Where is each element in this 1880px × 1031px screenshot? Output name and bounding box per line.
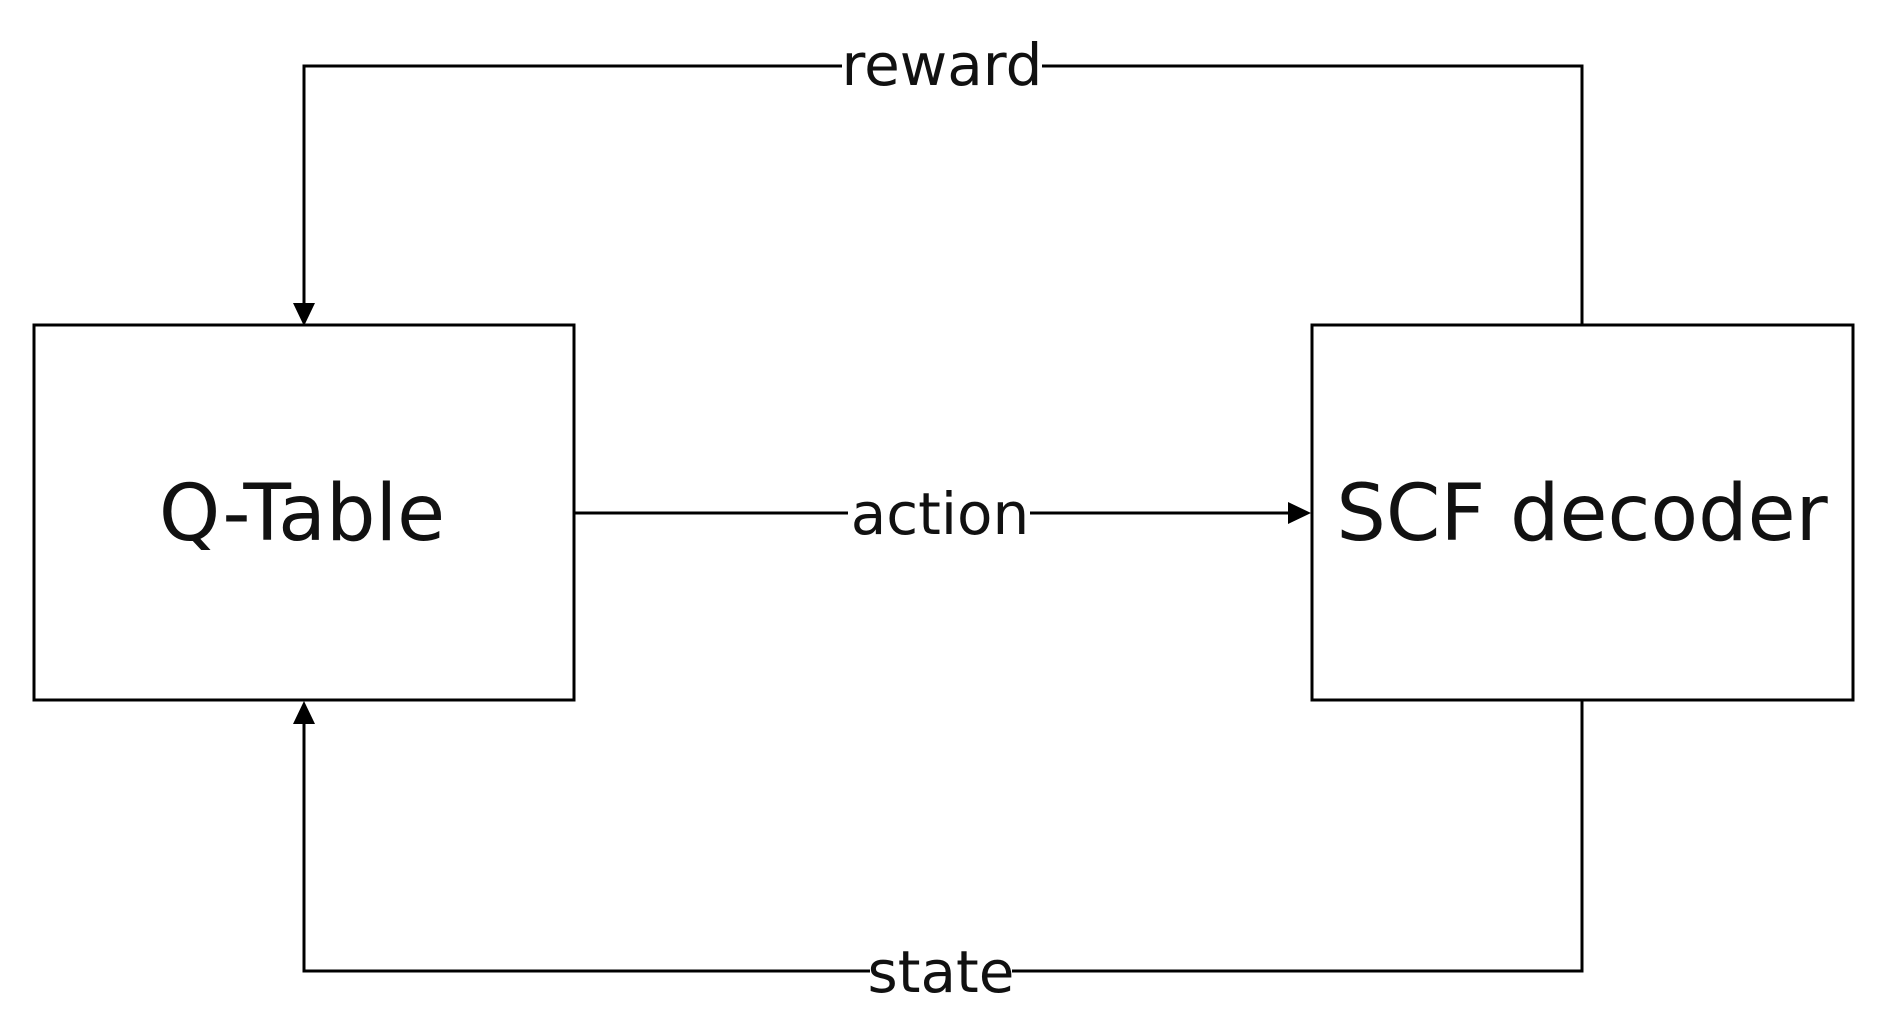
action-label-bg [848, 475, 1030, 551]
action-label: action [851, 480, 1030, 548]
q-table-node: Q-Table [32, 323, 576, 702]
state-label-bg [870, 936, 1012, 1006]
scf-decoder-box [1310, 323, 1855, 702]
state-arrowhead [293, 701, 315, 724]
state-label: state [868, 938, 1015, 1006]
action-arrowhead [1288, 502, 1311, 524]
reward-connector [302, 64, 1584, 325]
reward-label: reward [842, 31, 1043, 99]
reward-arrowhead [293, 303, 315, 326]
q-table-box [32, 323, 576, 702]
reward-edge: reward [293, 30, 1584, 326]
state-edge: state [293, 700, 1584, 1006]
action-edge: action [574, 475, 1311, 551]
q-table-label: Q-Table [159, 469, 445, 559]
scf-decoder-node: SCF decoder [1310, 323, 1855, 702]
state-connector [302, 700, 1584, 973]
reward-label-bg [842, 30, 1042, 100]
scf-decoder-label: SCF decoder [1336, 469, 1828, 559]
